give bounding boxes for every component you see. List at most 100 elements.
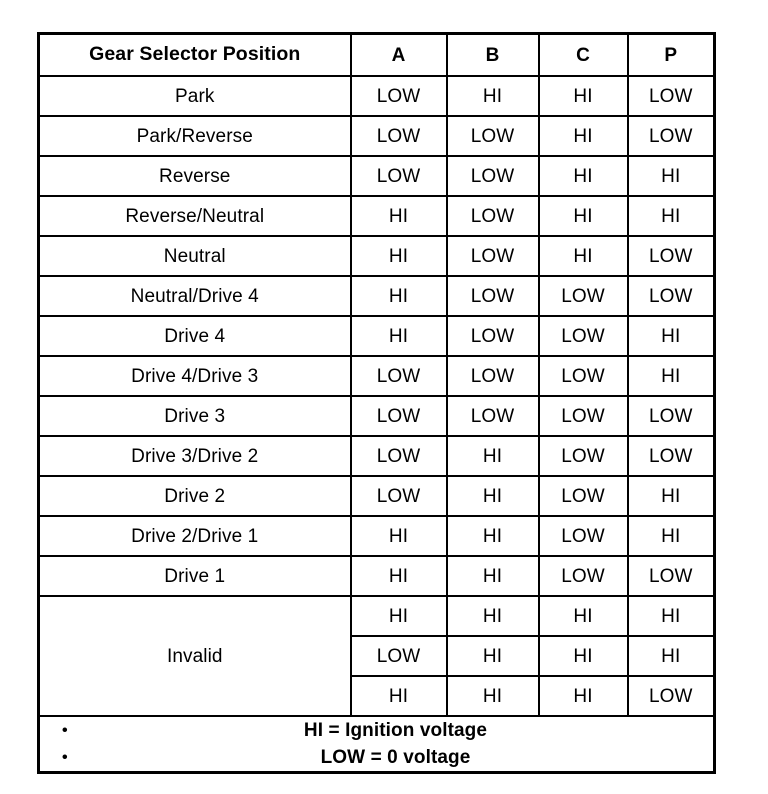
cell-b: HI [445, 555, 540, 597]
table-row: Park/Reverse LOW LOW HI LOW [37, 115, 716, 157]
cell-a: HI [349, 235, 448, 277]
cell-c: LOW [537, 475, 629, 517]
cell-p: LOW [626, 395, 716, 437]
gear-selector-table-container: Gear Selector Position A B C P Park LOW … [37, 32, 716, 774]
table-row: Park LOW HI HI LOW [37, 75, 716, 117]
table-body: Park LOW HI HI LOW Park/Reverse LOW LOW … [37, 75, 716, 774]
cell-p: LOW [626, 555, 716, 597]
cell-b: HI [445, 595, 540, 637]
cell-position: Drive 1 [37, 555, 352, 597]
column-header-position: Gear Selector Position [37, 32, 352, 77]
table-row: Drive 4/Drive 3 LOW LOW LOW HI [37, 355, 716, 397]
table-row: Reverse/Neutral HI LOW HI HI [37, 195, 716, 237]
cell-position: Park [37, 75, 352, 117]
cell-c: HI [537, 115, 629, 157]
cell-b: LOW [445, 235, 540, 277]
cell-b: LOW [445, 395, 540, 437]
cell-c: LOW [537, 355, 629, 397]
cell-p: HI [626, 595, 716, 637]
gear-selector-position-table: Gear Selector Position A B C P Park LOW … [37, 32, 716, 774]
cell-p: LOW [626, 235, 716, 277]
cell-a: HI [349, 675, 448, 717]
cell-a: LOW [349, 475, 448, 517]
column-header-b: B [445, 32, 540, 77]
cell-b: HI [445, 475, 540, 517]
cell-p: HI [626, 155, 716, 197]
cell-c: LOW [537, 555, 629, 597]
cell-a: LOW [349, 115, 448, 157]
cell-a: LOW [349, 155, 448, 197]
cell-c: LOW [537, 275, 629, 317]
cell-b: LOW [445, 195, 540, 237]
cell-p: LOW [626, 275, 716, 317]
cell-p: HI [626, 635, 716, 677]
table-row: Drive 1 HI HI LOW LOW [37, 555, 716, 597]
bullet-icon: • [62, 748, 68, 766]
cell-a: HI [349, 555, 448, 597]
cell-a: LOW [349, 395, 448, 437]
cell-c: HI [537, 235, 629, 277]
cell-p: LOW [626, 75, 716, 117]
cell-a: LOW [349, 635, 448, 677]
cell-a: HI [349, 595, 448, 637]
cell-b: HI [445, 75, 540, 117]
cell-c: HI [537, 195, 629, 237]
cell-c: LOW [537, 315, 629, 357]
table-row: Reverse LOW LOW HI HI [37, 155, 716, 197]
cell-p: LOW [626, 115, 716, 157]
cell-b: HI [445, 515, 540, 557]
cell-position: Drive 4 [37, 315, 352, 357]
table-row: Drive 3/Drive 2 LOW HI LOW LOW [37, 435, 716, 477]
cell-b: LOW [445, 155, 540, 197]
cell-position: Drive 2 [37, 475, 352, 517]
table-row: Drive 2/Drive 1 HI HI LOW HI [37, 515, 716, 557]
cell-b: LOW [445, 115, 540, 157]
table-row-invalid: Invalid HI HI HI HI [37, 595, 716, 717]
cell-p: HI [626, 355, 716, 397]
cell-position: Neutral [37, 235, 352, 277]
cell-b: LOW [445, 275, 540, 317]
cell-a: LOW [349, 355, 448, 397]
cell-c: LOW [537, 435, 629, 477]
cell-b: HI [445, 675, 540, 717]
table-row: Neutral/Drive 4 HI LOW LOW LOW [37, 275, 716, 317]
cell-p: HI [626, 475, 716, 517]
column-header-p: P [626, 32, 716, 77]
cell-c: HI [537, 155, 629, 197]
cell-a: LOW [349, 75, 448, 117]
cell-c: LOW [537, 515, 629, 557]
table-row-invalid: HI HI HI LOW [39, 675, 716, 717]
column-header-a: A [349, 32, 448, 77]
legend-item-hi: • HI = Ignition voltage [62, 717, 713, 744]
table-row: Drive 2 LOW HI LOW HI [37, 475, 716, 517]
cell-b: HI [445, 635, 540, 677]
cell-position: Reverse/Neutral [37, 195, 352, 237]
cell-a: LOW [349, 435, 448, 477]
table-row: Drive 3 LOW LOW LOW LOW [37, 395, 716, 437]
cell-p: HI [626, 315, 716, 357]
table-row: Drive 4 HI LOW LOW HI [37, 315, 716, 357]
legend-item-hi-text: HI = Ignition voltage [303, 720, 488, 741]
legend-item-low-text: LOW = 0 voltage [320, 747, 471, 768]
cell-a: HI [349, 515, 448, 557]
legend-list: • HI = Ignition voltage • LOW = 0 voltage [40, 717, 713, 771]
column-header-c: C [537, 32, 629, 77]
table-head: Gear Selector Position A B C P [37, 32, 716, 77]
cell-p: LOW [626, 675, 716, 717]
cell-position: Park/Reverse [37, 115, 352, 157]
bullet-icon: • [62, 721, 68, 739]
cell-c: HI [537, 595, 629, 637]
cell-position-invalid: Invalid [37, 595, 352, 717]
cell-b: LOW [445, 315, 540, 357]
cell-b: LOW [445, 355, 540, 397]
cell-a: HI [349, 195, 448, 237]
cell-b: HI [445, 435, 540, 477]
cell-position: Reverse [37, 155, 352, 197]
table-header-row: Gear Selector Position A B C P [37, 32, 716, 77]
cell-c: HI [537, 635, 629, 677]
cell-position: Drive 4/Drive 3 [37, 355, 352, 397]
cell-c: HI [537, 675, 629, 717]
cell-position: Drive 2/Drive 1 [37, 515, 352, 557]
legend-cell: • HI = Ignition voltage • LOW = 0 voltage [37, 715, 716, 774]
